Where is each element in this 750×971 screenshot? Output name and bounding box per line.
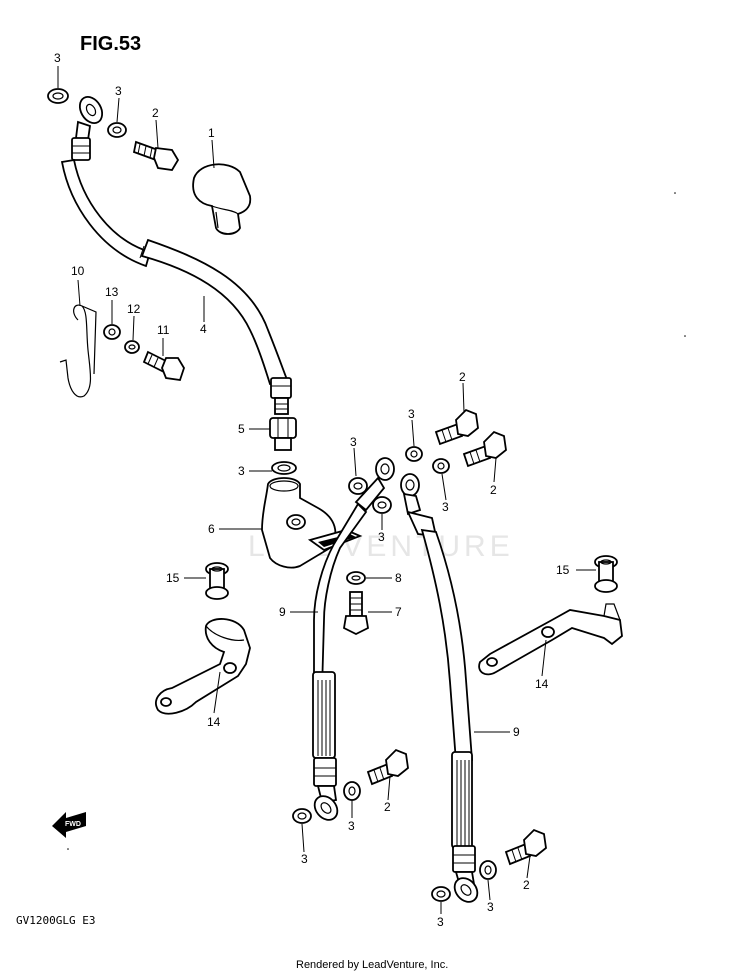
washer-3-left-lower-b [343, 781, 361, 801]
callout-9: 9 [279, 605, 286, 619]
fwd-label: FWD [65, 821, 81, 828]
callout-9: 9 [513, 725, 520, 739]
callout-3: 3 [487, 900, 494, 914]
bolt-7 [343, 591, 369, 636]
nut-5 [269, 417, 297, 451]
grommet-15-right [594, 555, 618, 593]
callout-3: 3 [378, 530, 385, 544]
callout-8: 8 [395, 571, 402, 585]
callout-2: 2 [490, 483, 497, 497]
figure-title: FIG.53 [80, 33, 141, 55]
callout-3: 3 [54, 51, 61, 65]
union-bolt-2-right-upper [434, 408, 479, 446]
brake-hose-right [400, 473, 479, 903]
callout-1: 1 [208, 126, 215, 140]
callout-3: 3 [115, 84, 122, 98]
washer-3-center-b [372, 496, 392, 514]
washer-3-center-a [348, 477, 368, 495]
footer-credit: Rendered by LeadVenture, Inc. [296, 959, 448, 971]
speck [674, 192, 676, 194]
speck [67, 848, 69, 850]
washer-12 [124, 340, 140, 354]
callout-3: 3 [442, 500, 449, 514]
callout-3: 3 [408, 407, 415, 421]
three-way-joint-6 [261, 477, 363, 569]
callout-3: 3 [350, 435, 357, 449]
union-bolt-2-right-bottom [504, 828, 547, 866]
callout-6: 6 [208, 522, 215, 536]
callout-2: 2 [384, 800, 391, 814]
clip-10 [59, 304, 97, 398]
clamp-14-right [478, 603, 623, 676]
callout-14: 14 [207, 715, 221, 729]
washer-3-left-lower-a [292, 808, 312, 824]
cap-1 [192, 163, 252, 235]
washer-3-right-lower-b [479, 860, 497, 880]
leader-lines [57, 66, 596, 914]
fwd-arrow-icon: FWD [52, 812, 86, 838]
callout-13: 13 [105, 285, 119, 299]
washer-3-top [107, 122, 127, 138]
grommet-15-left [205, 562, 229, 600]
speck [684, 335, 686, 337]
union-bolt-2-top [132, 140, 180, 171]
callout-11: 11 [157, 323, 170, 337]
bolt-11 [142, 350, 185, 381]
callout-7: 7 [395, 605, 402, 619]
union-bolt-2-left-lower [366, 748, 409, 786]
washer-3-right-lower-a [431, 886, 451, 902]
callout-3: 3 [437, 915, 444, 929]
callout-14: 14 [535, 677, 549, 691]
callout-12: 12 [127, 302, 141, 316]
callout-10: 10 [71, 264, 85, 278]
brake-hose-upper [60, 95, 292, 415]
clamp-14-left [155, 618, 251, 715]
callout-15: 15 [556, 563, 570, 577]
model-code: GV1200GLG E3 [16, 914, 95, 927]
washer-8 [346, 571, 366, 585]
callout-3: 3 [238, 464, 245, 478]
callout-2: 2 [523, 878, 530, 892]
brake-hose-left [312, 457, 395, 821]
callout-3: 3 [348, 819, 355, 833]
union-bolt-2-right-lower [462, 430, 507, 468]
callout-15: 15 [166, 571, 180, 585]
callout-3: 3 [301, 852, 308, 866]
callout-4: 4 [200, 322, 207, 336]
washer-3-top-left [47, 88, 69, 104]
callout-2: 2 [459, 370, 466, 384]
callout-labels: 3 3 2 1 4 10 13 12 11 5 3 6 15 9 8 7 14 … [54, 51, 570, 929]
callout-2: 2 [152, 106, 159, 120]
washer-13 [103, 324, 121, 340]
washer-3-right-a [405, 446, 423, 462]
washer-3-right-b [432, 458, 450, 474]
callout-5: 5 [238, 422, 245, 436]
washer-3-joint [271, 461, 297, 475]
